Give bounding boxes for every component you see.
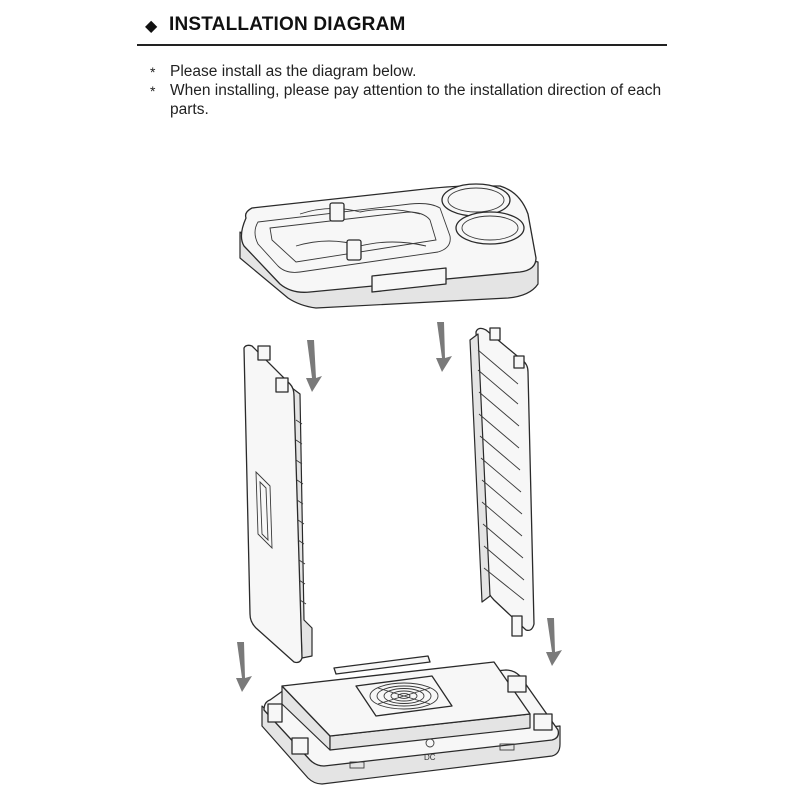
base: DC [261, 655, 561, 785]
cup-holder-2 [455, 211, 525, 245]
section-header: ◆ INSTALLATION DIAGRAM [137, 10, 667, 46]
arrow-down-icon [436, 322, 452, 372]
right-panel-shelves [477, 349, 525, 601]
cup-holder-2-inner [461, 215, 519, 241]
instruction-note-text: Please install as the diagram below. [170, 63, 417, 80]
top-tray [239, 183, 539, 309]
asterisk-bullet: * [150, 83, 156, 99]
base-post-back-right [507, 675, 527, 693]
arrow-down-icon [546, 618, 562, 666]
instruction-notes: * Please install as the diagram below. *… [150, 62, 670, 119]
base-rail [333, 655, 431, 675]
instruction-note-2: * When installing, please pay attention … [150, 81, 670, 119]
top-tray-connector-1 [329, 202, 345, 222]
left-panel [243, 344, 313, 664]
top-tray-label-slot [371, 267, 447, 293]
asterisk-bullet: * [150, 64, 156, 80]
cup-holder-1 [441, 183, 511, 217]
right-panel-rim [469, 333, 491, 603]
instruction-note-1: * Please install as the diagram below. [150, 62, 670, 81]
left-panel-latch-1 [257, 345, 271, 361]
dc-port-label: DC [424, 753, 436, 762]
base-foot-2 [499, 743, 515, 751]
right-panel-foot [511, 615, 523, 637]
left-panel-handle [255, 470, 273, 550]
section-title: INSTALLATION DIAGRAM [169, 14, 406, 35]
left-panel-face [243, 344, 303, 664]
fan-grille-icon [355, 675, 453, 717]
left-panel-teeth [295, 419, 307, 605]
installation-arrows [236, 322, 562, 692]
arrow-down-icon [306, 340, 322, 392]
left-panel-latch-2 [275, 377, 289, 393]
top-tray-recess [254, 203, 451, 273]
base-post-front-left [291, 737, 309, 755]
base-foot-1 [349, 761, 365, 769]
dc-port-icon [425, 738, 435, 748]
instruction-note-text: When installing, please pay attention to… [170, 82, 662, 118]
left-panel-handle-inner [259, 480, 269, 542]
cradle-line-1 [299, 208, 421, 215]
base-post-left [267, 703, 283, 723]
base-post-front-right [533, 713, 553, 731]
top-tray-connector-2 [346, 239, 362, 261]
right-panel-latch-1 [489, 327, 501, 341]
right-panel [469, 327, 535, 637]
cup-holder-1-inner [447, 187, 505, 213]
right-panel-latch-2 [513, 355, 525, 369]
diamond-bullet-icon: ◆ [145, 18, 158, 35]
arrow-down-icon [236, 642, 252, 692]
